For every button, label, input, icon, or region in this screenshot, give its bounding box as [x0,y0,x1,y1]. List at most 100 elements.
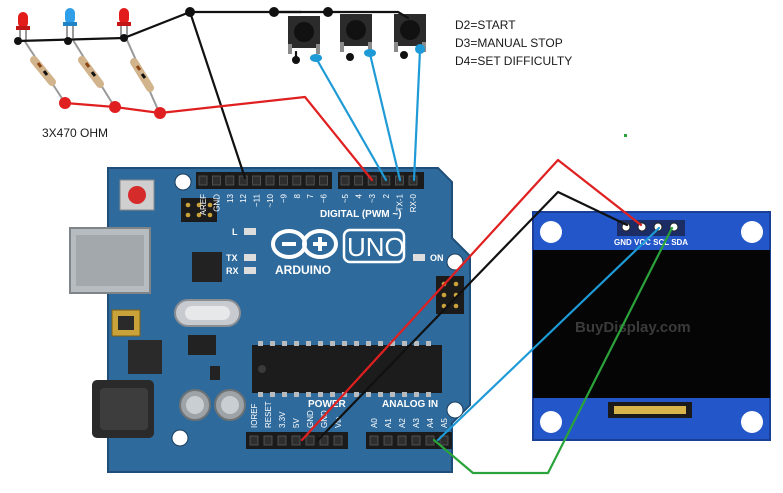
smd-part [210,366,220,380]
digital-socket [211,175,221,186]
oled-screen [533,250,770,398]
analog-header: A0 A1 A2 A3 A4 A5 ANALOG IN [366,399,452,449]
power-socket [263,435,273,446]
resistor-1 [23,39,66,104]
digital-socket [305,175,315,186]
note-d2: D2=START [455,18,516,32]
power-pin-label: GND [306,410,315,428]
wire-gnd-bus [16,10,303,43]
analog-pin-label: A0 [370,418,379,428]
wire-btn-d3 [368,52,402,182]
power-socket [333,435,343,446]
power-socket [277,435,287,446]
oled-pin-labels: GND VCC SCL SDA [614,238,688,247]
analog-socket [383,435,393,446]
power-pin-label: GND [320,410,329,428]
digital-pin-label: 12 [239,193,248,202]
digital-socket [238,175,248,186]
digital-socket [198,175,208,186]
oled-mount-hole [741,411,763,433]
power-jack-inner [100,388,148,430]
power-socket [291,435,301,446]
power-socket [319,435,329,446]
usb-chip [192,252,222,282]
digital-pin-label: 7 [306,193,315,198]
led-blue [63,8,77,38]
digital-socket [265,175,275,186]
pushbutton-d3 [340,14,372,52]
analog-socket [439,435,449,446]
digital-socket [292,175,302,186]
power-socket [249,435,259,446]
wire-oled-scl [436,226,661,442]
oled-module: BuyDisplay.com GND VCC SCL SDA [532,211,771,441]
led-rx-label: RX [226,266,239,276]
analog-pin-label: A2 [398,418,407,428]
digital-pin-label: ~9 [279,193,288,203]
digital-pin-label: GND [212,194,221,212]
note-d3: D3=MANUAL STOP [455,36,563,50]
digital-pin-label: ~10 [266,193,275,207]
uno-badge [342,228,406,264]
mount-hole [446,401,464,419]
power-pin-label: RESET [264,401,273,428]
pushbutton-d4 [394,14,426,52]
resistor-2 [72,39,115,107]
digital-pin-label: 4 [355,193,364,198]
power-pin-label: 3.3V [278,411,287,428]
analog-socket [425,435,435,446]
analog-header-label: ANALOG IN [382,399,438,410]
digital-pin-label: RX-0 [409,193,418,212]
digital-socket [354,175,364,186]
analog-pin-label: A3 [412,418,421,428]
icsp-header-top [181,198,217,222]
oled-mount-hole [741,221,763,243]
wire-oled-gnd [316,190,629,442]
led-red-1 [16,12,30,40]
analog-socket [411,435,421,446]
oled-brand-text: BuyDisplay.com [575,319,691,336]
reset-button-cap [128,186,146,204]
junctions [14,7,627,137]
mount-hole [446,253,464,271]
oled-pin-header [617,220,685,236]
arduino-logo: ARDUINO [271,229,338,277]
note-d4: D4=SET DIFFICULTY [455,54,572,68]
crystal-top [185,306,230,320]
regulator [128,340,162,374]
usb-inner [76,235,144,286]
analog-pin-label: A1 [384,418,393,428]
digital-socket [319,175,329,186]
digital-socket [408,175,418,186]
capacitor-top [221,396,239,414]
digital-socket [340,175,350,186]
mount-hole [171,429,189,447]
power-pin-label: 5V [292,418,301,428]
wire-gnd-to-header [188,10,247,180]
led-tx-label: TX [226,253,238,263]
digital-socket [252,175,262,186]
analog-pin-label: A4 [426,418,435,428]
wire-btn-d2 [314,56,388,182]
power-socket [305,435,315,446]
oled-mount-hole [540,411,562,433]
uno-text: UNO [347,232,405,262]
digital-pin-label: ~3 [368,193,377,203]
digital-pin-label: ~5 [341,193,350,203]
resistor-3 [126,39,160,113]
pushbutton-d2 [288,16,320,54]
digital-pin-label: ~11 [253,193,262,207]
wire-gnd-btn3 [272,10,410,20]
power-pin-label: IOREF [250,403,259,428]
digital-pin-label: 8 [293,193,302,198]
power-header-label: POWER [308,399,347,410]
wire-oled-sda [432,226,674,475]
capacitor-top [186,396,204,414]
atmega-chip [252,341,442,397]
led-l-label: L [232,227,238,237]
analog-pin-label: A5 [440,418,449,428]
wire-oled-vcc [300,158,643,442]
